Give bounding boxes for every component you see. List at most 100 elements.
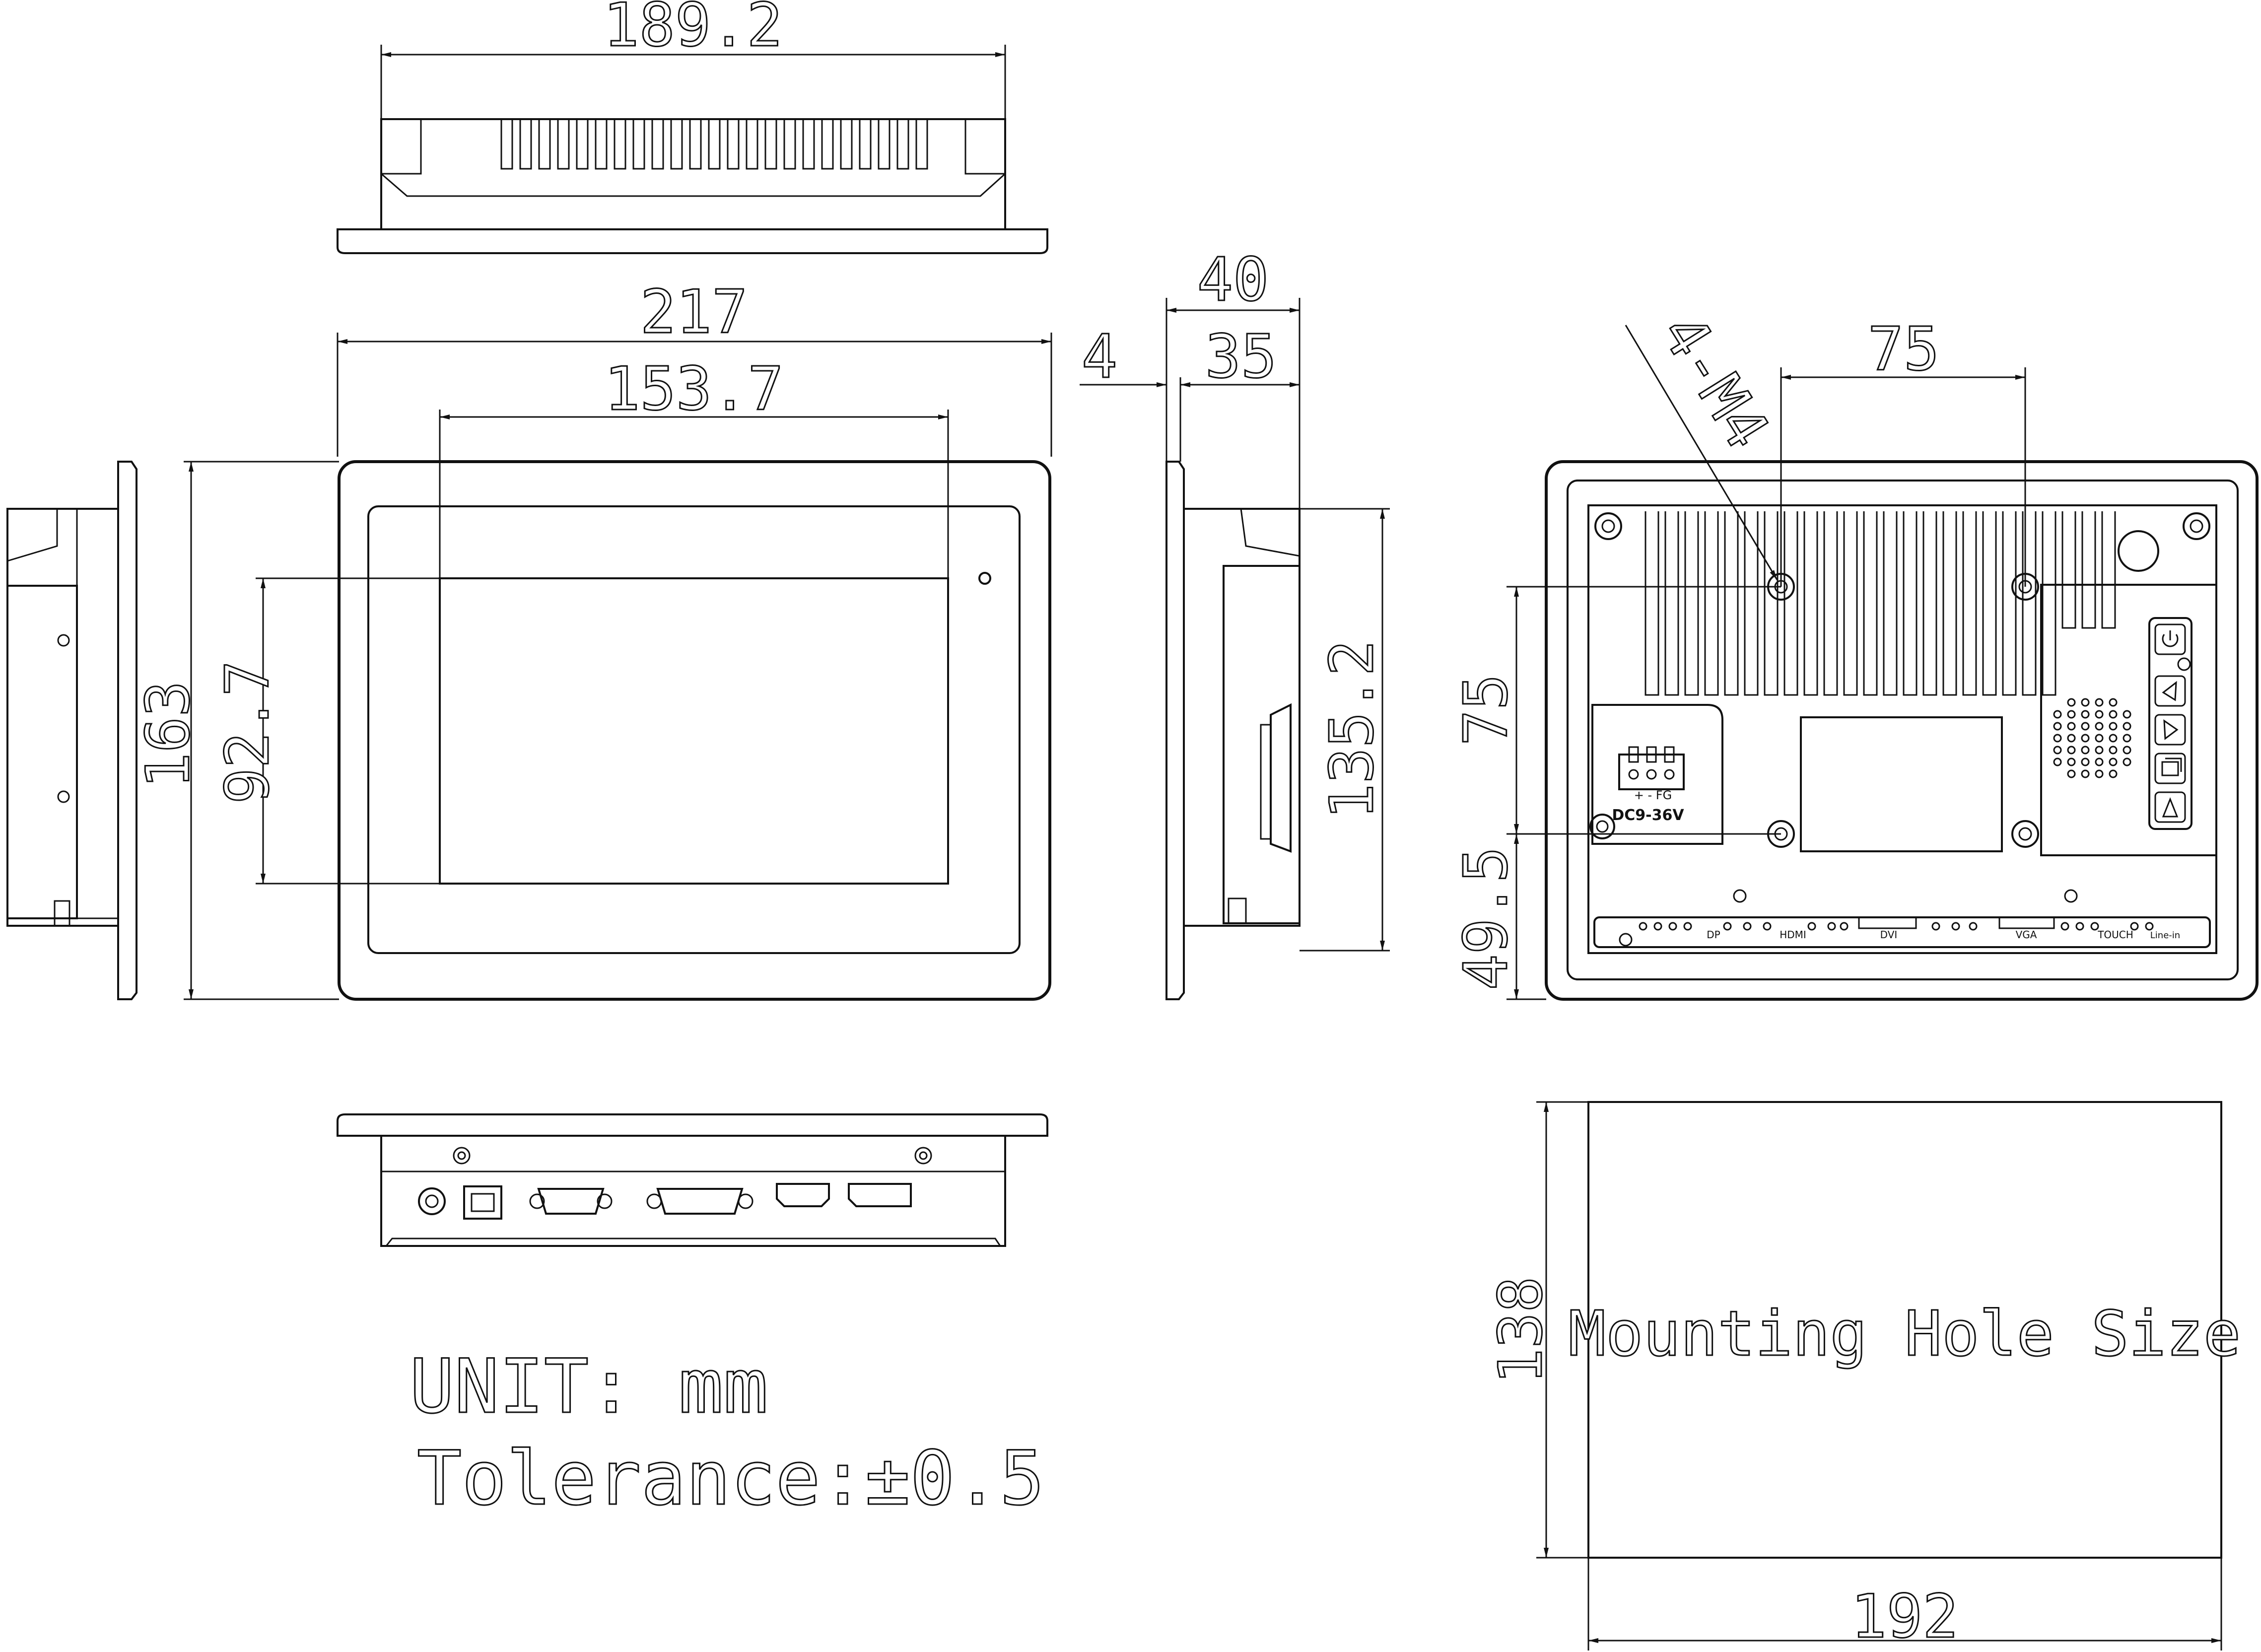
fin	[896, 119, 909, 170]
fin	[651, 119, 664, 170]
io-dot	[1969, 922, 1978, 931]
speaker-hole	[2067, 734, 2076, 743]
front-view: 217 153.7 163 92.7	[134, 277, 1052, 1001]
fin	[576, 119, 589, 170]
right-side-view: 40 35 4 135.2	[1080, 245, 1390, 1000]
osd-buttons	[2154, 623, 2191, 823]
speaker-hole	[2109, 734, 2118, 743]
bottom-view	[337, 1113, 1048, 1247]
io-dot	[1668, 922, 1677, 931]
speaker-grille	[2053, 698, 2131, 778]
speaker-hole	[2123, 757, 2131, 766]
dim-side-depth-total: 40	[1197, 246, 1269, 315]
speaker-hole	[2109, 769, 2118, 778]
io-dot	[1653, 922, 1662, 931]
speaker-hole	[2095, 710, 2104, 719]
io-dot	[1827, 922, 1836, 931]
fin	[632, 119, 645, 170]
speaker-hole	[2109, 698, 2118, 707]
fin	[2002, 511, 2017, 696]
fin	[764, 119, 777, 170]
io-dot	[1743, 922, 1752, 931]
speaker-hole	[2081, 710, 2090, 719]
speaker-hole	[2081, 722, 2090, 731]
speaker-hole	[2123, 722, 2131, 731]
fin	[1664, 511, 1679, 696]
fin	[878, 119, 891, 170]
fin	[915, 119, 928, 170]
fin	[708, 119, 721, 170]
audio-jack	[418, 1187, 446, 1215]
fin	[2081, 511, 2096, 629]
io-dot	[1807, 922, 1816, 931]
rear-heatsink-fins	[1644, 511, 2116, 696]
speaker-hole	[2109, 746, 2118, 755]
fin	[614, 119, 626, 170]
speaker-hole	[2067, 769, 2076, 778]
fin	[1863, 511, 1878, 696]
io-dot	[2090, 922, 2099, 931]
speaker-hole	[2081, 734, 2090, 743]
fin	[1764, 511, 1779, 696]
speaker-hole	[2095, 757, 2104, 766]
dim-side-depth-body: 35	[1205, 323, 1277, 392]
speaker-hole	[2067, 722, 2076, 731]
fin	[1922, 511, 1937, 696]
speaker-hole	[2095, 746, 2104, 755]
fin	[1644, 511, 1659, 696]
left-side-view	[6, 461, 137, 1000]
mounting-cutout: Mounting Hole Size 138 192	[1486, 1101, 2242, 1652]
speaker-hole	[2081, 746, 2090, 755]
speaker-hole	[2095, 769, 2104, 778]
dim-cutout-height: 138	[1487, 1277, 1556, 1384]
dim-screen-width: 153.7	[604, 355, 783, 424]
fin	[595, 119, 608, 170]
dp-port	[848, 1183, 912, 1207]
fin	[821, 119, 834, 170]
hdmi-port	[776, 1183, 830, 1207]
io-dot	[2145, 922, 2154, 931]
io-dot	[1683, 922, 1692, 931]
left-arrow-icon	[2162, 681, 2177, 701]
speaker-hole	[2123, 710, 2131, 719]
port-linein-label: Line-in	[2150, 930, 2180, 941]
fin	[557, 119, 570, 170]
port-touch-label: TOUCH	[2097, 929, 2133, 941]
io-dot	[1951, 922, 1960, 931]
fin	[538, 119, 551, 170]
fin	[519, 119, 532, 170]
fin	[1982, 511, 1997, 696]
power-icon	[2162, 630, 2179, 647]
fin	[2022, 511, 2037, 696]
fin	[1843, 511, 1858, 696]
auto-icon	[2162, 797, 2179, 818]
fin	[1744, 511, 1759, 696]
dim-vesa-horizontal: 75	[1868, 315, 1940, 384]
fin	[500, 119, 513, 170]
port-dp-label: DP	[1707, 929, 1720, 941]
fin	[746, 119, 758, 170]
speaker-hole	[2081, 769, 2090, 778]
speaker-hole	[2067, 710, 2076, 719]
speaker-hole	[2123, 734, 2131, 743]
fin	[1962, 511, 1977, 696]
menu-icon	[2161, 757, 2182, 776]
speaker-hole	[2081, 757, 2090, 766]
top-heatsink-fins	[500, 119, 928, 170]
speaker-hole	[2067, 757, 2076, 766]
speaker-hole	[2053, 722, 2062, 731]
power-input-label: DC9-36V	[1612, 807, 1684, 824]
port-vga-label: VGA	[2016, 929, 2037, 941]
speaker-hole	[2095, 698, 2104, 707]
speaker-hole	[2053, 710, 2062, 719]
dim-bezel-thickness: 4	[1082, 323, 1117, 392]
top-view: 189.2	[337, 0, 1048, 254]
dim-mount-hole-label: 4-M4	[1647, 302, 1782, 461]
fin	[802, 119, 815, 170]
tolerance-note: Tolerance:±0.5	[417, 1436, 1044, 1522]
io-dot	[1723, 922, 1732, 931]
fin	[2042, 511, 2056, 696]
usb-b-port	[463, 1185, 502, 1220]
right-arrow-icon	[2163, 719, 2179, 740]
